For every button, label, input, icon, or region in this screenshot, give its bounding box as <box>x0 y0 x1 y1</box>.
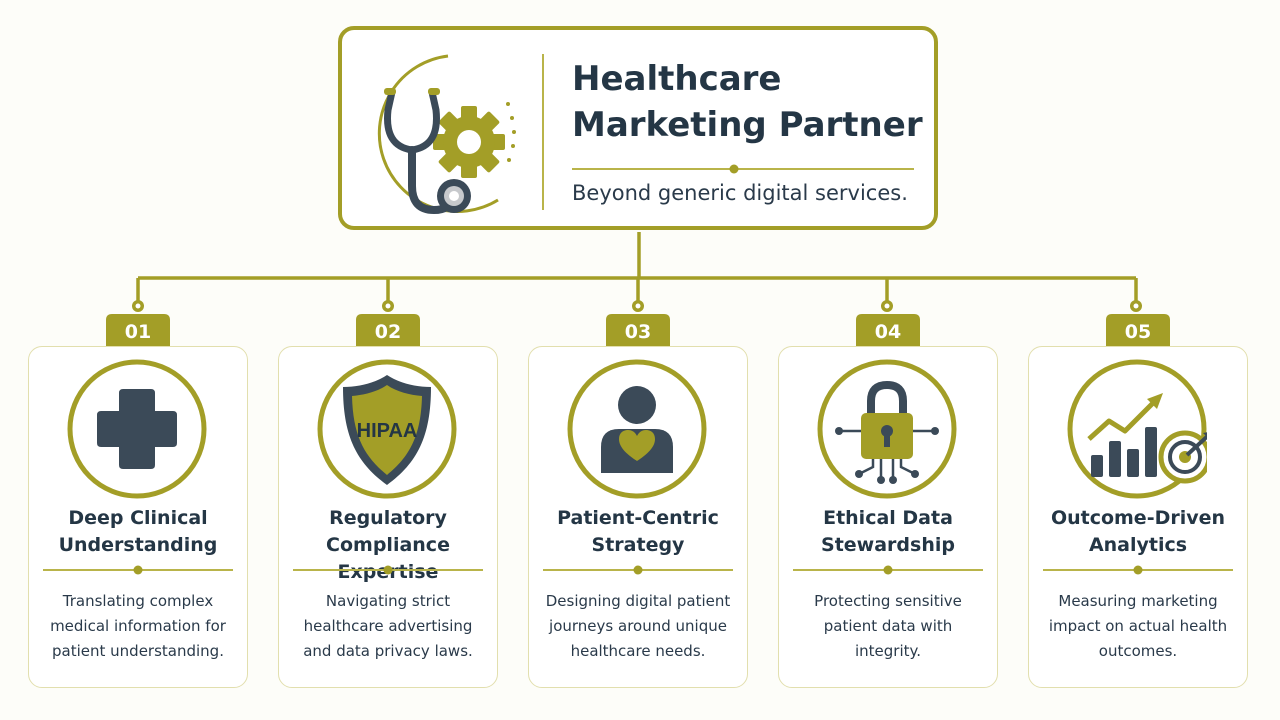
pillar-rule <box>793 565 983 575</box>
pillar-icon <box>1067 359 1213 503</box>
page-title: Healthcare Marketing Partner <box>572 59 923 145</box>
step-number: 01 <box>124 321 152 343</box>
pillar-rule <box>293 565 483 575</box>
pillar-rule <box>43 565 233 575</box>
pillar-title: Ethical Data Stewardship <box>821 507 955 556</box>
step-badge-02: 02 <box>356 312 420 352</box>
title-rule <box>572 164 914 174</box>
hub-box: Healthcare Marketing Partner Beyond gene… <box>338 26 938 230</box>
patient-heart-icon <box>567 359 707 499</box>
pillar-rule <box>1043 565 1233 575</box>
pillar-title: Patient-Centric Strategy <box>557 507 719 556</box>
hipaa-shield-icon: HIPAA <box>317 359 457 499</box>
step-badge-05: 05 <box>1106 312 1170 352</box>
step-number: 04 <box>874 321 902 343</box>
pillar-icon <box>817 359 957 503</box>
stethoscope-gear-icon <box>377 54 516 215</box>
hipaa-label: HIPAA <box>357 420 418 442</box>
pillar-title: Outcome-Driven Analytics <box>1050 507 1226 556</box>
hub-divider <box>542 54 544 210</box>
growth-target-icon <box>1067 359 1213 499</box>
padlock-circuit-icon <box>817 359 957 499</box>
step-badge-04: 04 <box>856 312 920 352</box>
pillar-description: Translating complex medical information … <box>50 592 226 660</box>
medical-cross-icon <box>67 359 207 499</box>
pillar-title: Deep Clinical Understanding <box>58 507 218 556</box>
badge-shape <box>106 314 170 348</box>
pillar-icon <box>567 359 707 503</box>
gear-icon <box>433 106 505 178</box>
step-badge-01: 01 <box>106 312 170 352</box>
page-subtitle: Beyond generic digital services. <box>572 181 908 205</box>
badge-shape <box>356 314 420 348</box>
badge-shape <box>1106 314 1170 348</box>
pillar-icon <box>67 359 207 503</box>
pillar-description: Navigating strict healthcare advertising… <box>303 592 473 660</box>
pillar-description: Protecting sensitive patient data with i… <box>814 592 962 660</box>
stethoscope-icon <box>384 88 471 215</box>
pillar-icon: HIPAA <box>317 359 457 503</box>
pillar-rule <box>543 565 733 575</box>
step-number: 05 <box>1124 321 1152 343</box>
badge-shape <box>606 314 670 348</box>
step-number: 02 <box>374 321 402 343</box>
badge-shape <box>856 314 920 348</box>
step-badge-03: 03 <box>606 312 670 352</box>
pillar-description: Designing digital patient journeys aroun… <box>545 592 731 660</box>
step-number: 03 <box>624 321 652 343</box>
pillar-description: Measuring marketing impact on actual hea… <box>1048 592 1228 660</box>
